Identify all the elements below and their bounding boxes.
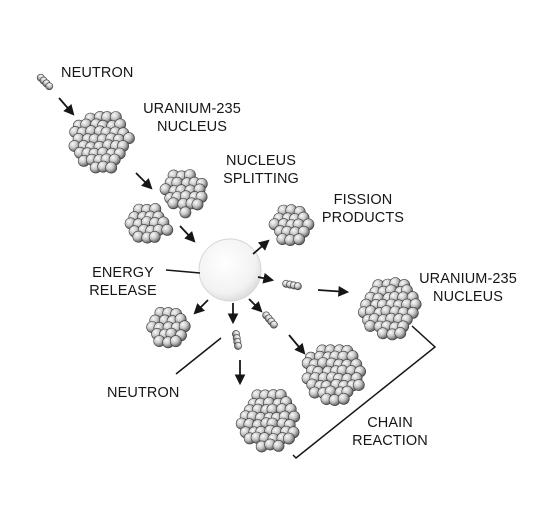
arrow-neutron-to-uranium	[58, 97, 75, 116]
arrow-neutron-to-right-nucleus	[317, 286, 350, 297]
neutron-incoming	[36, 73, 54, 91]
label-fission-line2: PRODUCTS	[321, 210, 405, 226]
nucleon	[282, 432, 295, 445]
arrow-energy-to-neutron-diag	[248, 298, 263, 313]
nucleon	[148, 230, 161, 243]
label-chain-line1: CHAIN	[367, 415, 413, 431]
label-uranium-right-line2: NUCLEUS	[433, 289, 503, 305]
label-fission-products: FISSION PRODUCTS	[315, 191, 411, 227]
nucleon	[337, 392, 350, 405]
neutron-particle	[234, 342, 242, 350]
label-nucleus-splitting: NUCLEUS SPLITTING	[215, 152, 307, 188]
uranium-235-nucleus-bottom	[235, 389, 301, 453]
label-neutron-bottom: NEUTRON	[107, 385, 180, 401]
arrow-energy-to-lower-left-nucleus	[193, 299, 209, 315]
energy-leader-line	[165, 269, 201, 274]
neutron-leader-line	[175, 337, 222, 375]
uranium-235-nucleus-top	[68, 111, 135, 174]
splitting-fragment-lower	[124, 203, 174, 244]
chain-reaction-bracket	[292, 325, 437, 460]
nucleon	[352, 379, 365, 391]
neutron-right	[282, 279, 302, 291]
arrow-energy-to-fission-product	[252, 239, 270, 255]
label-uranium-top-line1: URANIUM-235	[143, 101, 241, 117]
uranium-235-nucleus-mid	[301, 344, 366, 406]
neutron-down	[232, 330, 242, 350]
neutron-particle	[45, 82, 54, 91]
label-fission-line1: FISSION	[333, 192, 393, 208]
label-chain-reaction: CHAIN REACTION	[340, 414, 440, 450]
nucleon	[272, 439, 285, 452]
nucleon	[122, 132, 135, 145]
label-uranium-top: URANIUM-235 NUCLEUS	[135, 100, 249, 136]
nucleon	[293, 233, 305, 246]
label-energy-line2: RELEASE	[89, 283, 157, 299]
nucleon	[191, 198, 204, 211]
nucleon	[394, 327, 407, 339]
nucleon	[161, 223, 174, 236]
fission-product-upper	[268, 204, 315, 246]
arrow-energy-to-neutron-right	[257, 272, 275, 284]
neutron-particle	[269, 320, 278, 329]
label-neutron-top: NEUTRON	[61, 65, 134, 81]
label-splitting-line1: NUCLEUS	[226, 153, 296, 169]
nucleon	[169, 335, 182, 348]
arrow-uranium-to-splitting	[135, 172, 153, 190]
label-energy-release: ENERGY RELEASE	[82, 264, 164, 300]
label-uranium-right: URANIUM-235 NUCLEUS	[411, 270, 525, 306]
label-splitting-line2: SPLITTING	[223, 171, 299, 187]
label-chain-line2: REACTION	[352, 433, 428, 449]
label-uranium-right-line1: URANIUM-235	[419, 271, 517, 287]
energy-release-sphere	[198, 238, 262, 302]
nucleon	[105, 161, 118, 174]
splitting-fragment-upper	[159, 169, 208, 219]
fission-product-lower-left	[146, 306, 191, 349]
uranium-235-nucleus-right	[357, 277, 422, 341]
label-energy-line1: ENERGY	[92, 265, 154, 281]
arrow-splitting-to-energy	[179, 225, 196, 243]
nucleon	[179, 206, 192, 219]
nucleon	[167, 197, 180, 210]
label-uranium-top-line2: NUCLEUS	[157, 119, 227, 135]
arrow-neutron-to-mid-nucleus	[288, 334, 306, 355]
neutron-diag	[262, 311, 278, 329]
neutron-particle	[293, 282, 302, 291]
